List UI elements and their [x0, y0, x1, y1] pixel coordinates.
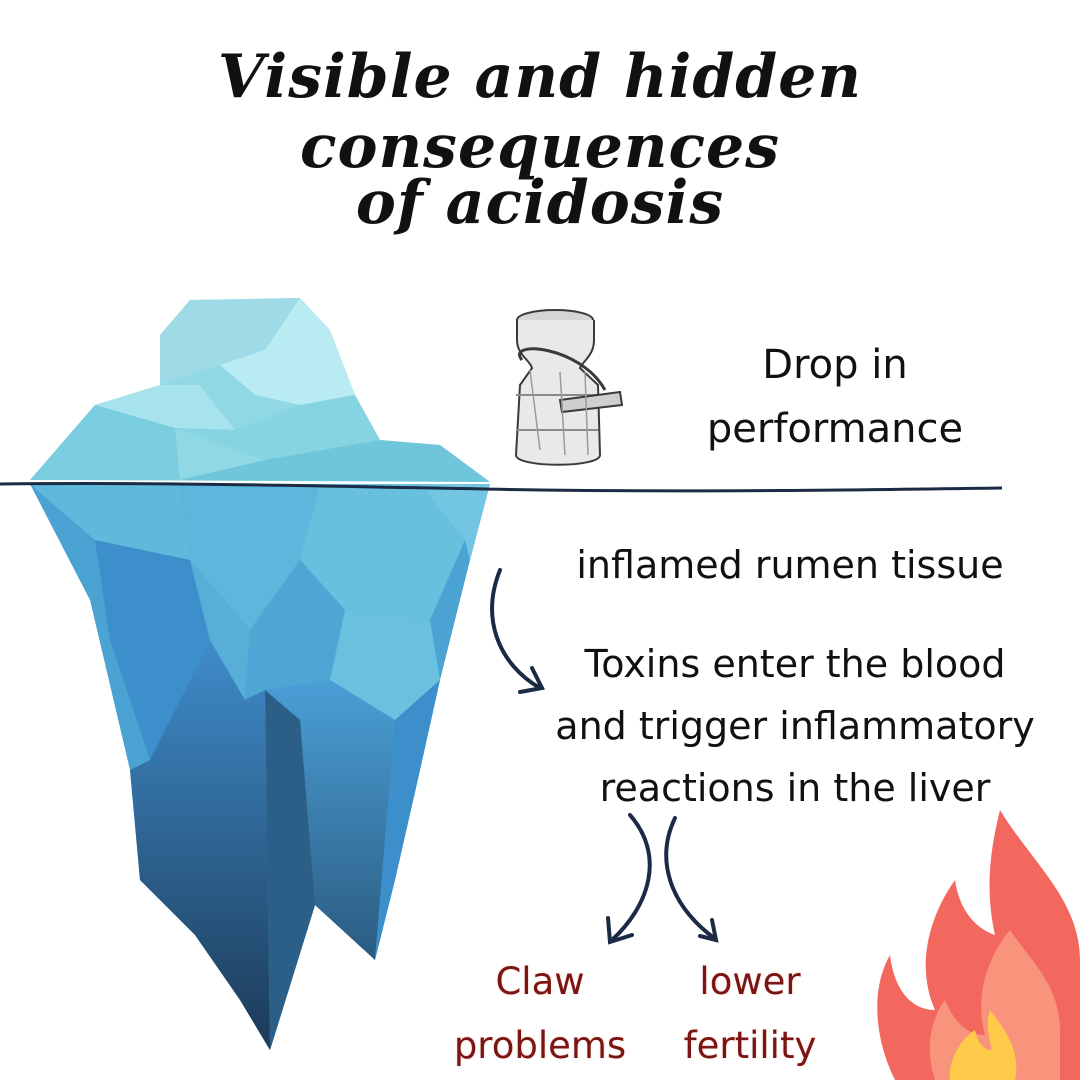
arrow-icon	[490, 568, 545, 694]
toxins-line-1: Toxins enter the blood	[584, 642, 1006, 686]
claw-line-1: Claw	[495, 960, 585, 1003]
hidden-consequence-rumen: inflamed rumen tissue	[576, 543, 1004, 587]
fire-icon	[877, 810, 1080, 1080]
drop-line-2: performance	[706, 406, 964, 452]
title-line-1: Visible and hidden consequences	[217, 42, 863, 182]
fertility-line-1: lower	[699, 960, 801, 1003]
visible-consequence: Drop in performance	[650, 333, 1020, 461]
iceberg-icon	[30, 298, 490, 1050]
hidden-consequence-toxins: Toxins enter the blood and trigger infla…	[540, 633, 1050, 819]
outcome-lower-fertility: lower fertility	[650, 950, 850, 1078]
arrow-icon	[606, 813, 652, 945]
arrow-icon	[664, 816, 719, 943]
milk-can-icon	[514, 309, 624, 466]
title-line-2: of acidosis	[355, 168, 725, 238]
outcome-claw-problems: Claw problems	[430, 950, 650, 1078]
water-line	[0, 482, 1003, 493]
fertility-line-2: fertility	[683, 1024, 817, 1067]
toxins-line-3: reactions in the liver	[599, 766, 991, 810]
toxins-line-2: and trigger inflammatory	[555, 704, 1035, 748]
claw-line-2: problems	[453, 1024, 627, 1067]
drop-line-1: Drop in	[762, 342, 908, 388]
